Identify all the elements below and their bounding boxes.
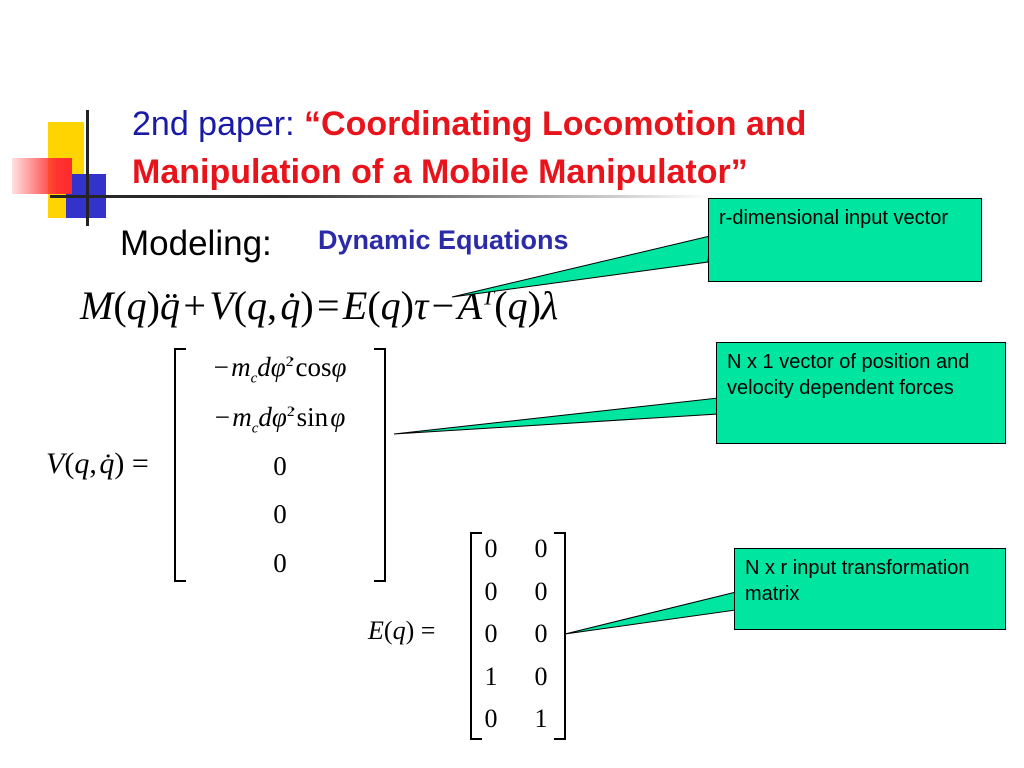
e-cell: 1 (484, 662, 498, 691)
v-row-1: − mcdφ̇2 cosφ (213, 352, 347, 387)
v-row-4: 0 (273, 499, 287, 529)
pointer-transform (564, 591, 737, 635)
v-row-3: 0 (273, 451, 287, 481)
pointer-forces (393, 397, 719, 435)
callout-input-vector: r-dimensional input vector (708, 198, 982, 282)
callout-forces: N x 1 vector of position and velocity de… (716, 342, 1006, 444)
e-cell: 0 (484, 619, 498, 648)
e-cell: 0 (484, 704, 498, 733)
e-left-bracket (470, 532, 482, 740)
e-cell: 0 (484, 534, 498, 563)
e-cell: 0 (484, 577, 498, 606)
slide-title: 2nd paper: “Coordinating Locomotion and … (132, 100, 952, 196)
v-left-bracket (174, 348, 186, 582)
title-quote-line2: Manipulation of a Mobile Manipulator” (132, 153, 748, 191)
v-right-bracket (374, 348, 386, 582)
title-quote-line1: “Coordinating Locomotion and (304, 105, 807, 143)
title-prefix: 2nd paper: (132, 105, 305, 143)
e-cell: 0 (534, 662, 548, 691)
v-vector-lhs: V(q, q̇) = (46, 447, 149, 480)
logo-red-block (12, 158, 72, 194)
pointer-input-vector (451, 235, 711, 298)
modeling-label: Modeling: (120, 224, 272, 263)
dynamic-equations-label: Dynamic Equations (318, 225, 569, 255)
e-cell: 1 (534, 704, 548, 733)
main-dynamic-equation: M(q)q̈ + V(q, q̇) = E(q)τ − AT(q)λ (80, 283, 559, 328)
e-cell: 0 (534, 577, 548, 606)
v-row-5: 0 (273, 548, 287, 578)
logo-vertical-line (86, 110, 89, 226)
callout-transform: N x r input transformation matrix (734, 548, 1006, 630)
e-cell: 0 (534, 534, 548, 563)
title-underline-rule (50, 195, 710, 198)
v-row-2: − mcdφ̇2 sin φ (214, 402, 346, 437)
e-right-bracket (554, 532, 566, 740)
e-cell: 0 (534, 619, 548, 648)
e-matrix-lhs: E(q) = (368, 616, 436, 645)
